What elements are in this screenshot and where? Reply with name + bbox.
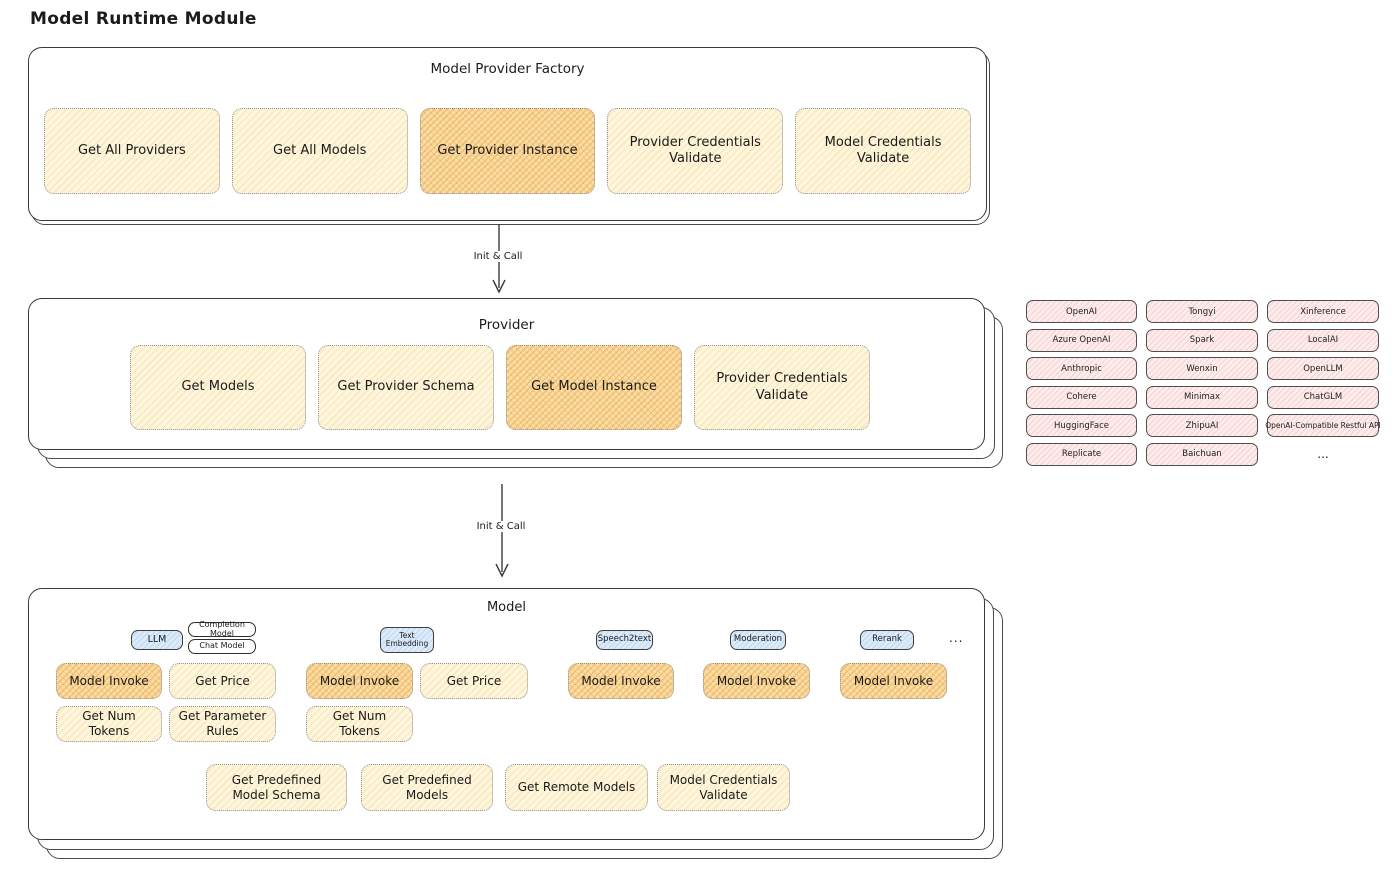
node-moderation-model-invoke: Model Invoke	[703, 663, 810, 699]
node-llm-get-price: Get Price	[169, 663, 276, 699]
provider-container: Provider Get Models Get Provider Schema …	[28, 298, 985, 450]
provider-pill-openai: OpenAI	[1026, 300, 1137, 323]
node-get-predefined-model-schema: Get Predefined Model Schema	[206, 764, 347, 811]
page-title: Model Runtime Module	[30, 9, 257, 29]
chip-text-embedding: Text Embedding	[380, 627, 434, 653]
node-llm-get-parameter-rules: Get Parameter Rules	[169, 706, 276, 742]
arrow2-label: Init & Call	[471, 521, 531, 532]
node-speech2text-model-invoke: Model Invoke	[568, 663, 674, 699]
provider-pill-spark: Spark	[1146, 328, 1258, 352]
provider-pill-minimax: Minimax	[1146, 385, 1258, 409]
model-types-more-ellipsis: ...	[949, 631, 964, 645]
provider-pill-tongyi: Tongyi	[1146, 300, 1258, 323]
provider-pill-openllm: OpenLLM	[1267, 357, 1379, 380]
chip-completion-model: Completion Model	[188, 620, 256, 637]
node-llm-get-num-tokens: Get Num Tokens	[56, 706, 162, 742]
chip-moderation: Moderation	[730, 630, 786, 650]
node-provider-credentials-validate-2: Provider Credentials Validate	[694, 345, 870, 430]
node-get-predefined-models: Get Predefined Models	[361, 764, 493, 811]
provider-pill-localai: LocalAI	[1267, 328, 1379, 352]
provider-pill-anthropic: Anthropic	[1026, 357, 1137, 380]
provider-pill-wenxin: Wenxin	[1146, 357, 1258, 380]
node-get-all-providers: Get All Providers	[44, 108, 220, 194]
node-get-provider-instance: Get Provider Instance	[419, 108, 596, 194]
provider-pill-chatglm: ChatGLM	[1267, 385, 1379, 409]
arrow1-label: Init & Call	[468, 251, 528, 262]
node-llm-model-invoke: Model Invoke	[56, 663, 162, 699]
provider-title: Provider	[478, 317, 535, 333]
provider-pill-xinference: Xinference	[1267, 300, 1379, 323]
providers-grid: OpenAI Tongyi Xinference Azure OpenAI Sp…	[1026, 300, 1381, 466]
node-get-remote-models: Get Remote Models	[505, 764, 648, 811]
node-get-all-models: Get All Models	[231, 108, 408, 194]
node-embedding-get-price: Get Price	[420, 663, 528, 699]
provider-pill-huggingface: HuggingFace	[1026, 414, 1137, 437]
node-model-credentials-validate-2: Model Credentials Validate	[657, 764, 790, 811]
node-get-models: Get Models	[130, 345, 306, 430]
arrow-down-icon-2	[495, 484, 509, 578]
model-container: Model LLM Completion Model Chat Model Te…	[28, 588, 985, 840]
model-title: Model	[486, 600, 527, 615]
factory-container: Model Provider Factory Get All Providers…	[28, 47, 987, 221]
provider-pill-zhipuai: ZhipuAI	[1146, 414, 1258, 437]
provider-pill-azure-openai: Azure OpenAI	[1026, 328, 1137, 352]
node-embedding-get-num-tokens: Get Num Tokens	[306, 706, 413, 742]
chip-chat-model: Chat Model	[188, 639, 256, 654]
factory-title: Model Provider Factory	[430, 61, 585, 77]
chip-llm: LLM	[131, 630, 183, 650]
provider-pill-baichuan: Baichuan	[1146, 442, 1258, 466]
chip-rerank: Rerank	[860, 630, 914, 650]
chip-speech2text: Speech2text	[596, 630, 653, 650]
node-embedding-model-invoke: Model Invoke	[306, 663, 413, 699]
provider-pill-cohere: Cohere	[1026, 385, 1137, 409]
providers-more-ellipsis: ...	[1317, 447, 1329, 461]
node-get-provider-schema: Get Provider Schema	[318, 345, 494, 430]
provider-buttons-row: Get Models Get Provider Schema Get Model…	[130, 345, 870, 430]
factory-buttons-row: Get All Providers Get All Models Get Pro…	[44, 108, 971, 194]
node-provider-credentials-validate: Provider Credentials Validate	[607, 108, 784, 194]
node-model-credentials-validate: Model Credentials Validate	[795, 108, 971, 194]
node-get-model-instance: Get Model Instance	[506, 345, 682, 430]
node-rerank-model-invoke: Model Invoke	[840, 663, 947, 699]
provider-pill-openai-compatible: OpenAI-Compatible Restful API	[1265, 414, 1381, 437]
provider-pill-replicate: Replicate	[1026, 442, 1137, 466]
